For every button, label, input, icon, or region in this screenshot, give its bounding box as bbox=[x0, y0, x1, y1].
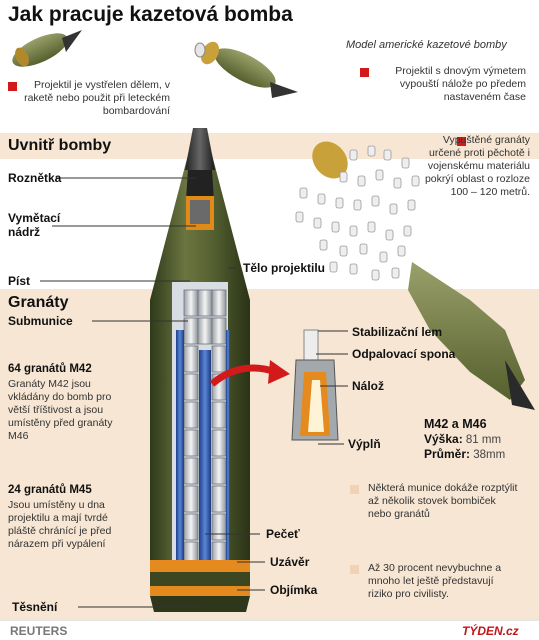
spec-height-value: 81 mm bbox=[465, 434, 502, 446]
spec-diameter: Průměr: 38mm bbox=[424, 447, 505, 461]
spec-height-label: Výška: bbox=[424, 432, 463, 446]
dispersing-projectile bbox=[295, 141, 535, 410]
section-inside: Uvnitř bomby bbox=[8, 137, 112, 154]
brand-tyden: TÝDEN.cz bbox=[462, 624, 519, 638]
label-odpalovaci: Odpalovací spona bbox=[352, 347, 456, 361]
label-submunice: Submunice bbox=[8, 314, 73, 328]
bullet-disperse bbox=[350, 485, 359, 494]
bullet-base-ejection bbox=[360, 68, 369, 77]
bullet-fired bbox=[8, 82, 17, 91]
note-duds: Až 30 procent nevybuchne a mnoho let ješ… bbox=[368, 562, 502, 600]
section-grenades: Granáty bbox=[8, 294, 69, 311]
subtitle: Model americké kazetové bomby bbox=[346, 39, 507, 51]
m42-text: Granáty M42 jsou vkládány do bomb pro vě… bbox=[8, 378, 113, 442]
m45-heading: 24 granátů M45 bbox=[8, 484, 92, 496]
leader-lines bbox=[40, 177, 348, 608]
note-base-ejection: Projektil s dnovým výmetem vypouští nálo… bbox=[395, 65, 526, 103]
label-pecet: Pečeť bbox=[266, 527, 300, 541]
label-uzaver: Uzávěr bbox=[270, 555, 310, 569]
page-title: Jak pracuje kazetová bomba bbox=[8, 3, 293, 26]
spec-diameter-label: Průměr: bbox=[424, 447, 471, 461]
ejecting-projectile bbox=[194, 41, 298, 98]
label-naloz: Nálož bbox=[352, 379, 385, 393]
spec-height: Výška: 81 mm bbox=[424, 432, 501, 446]
label-pist: Píst bbox=[8, 274, 31, 288]
label-vymetaci: Vymětací nádrž bbox=[8, 211, 61, 239]
spec-diameter-value: 38mm bbox=[473, 449, 506, 461]
m45-text: Jsou umístěny u dna projektilu a mají tv… bbox=[8, 499, 112, 550]
label-tesneni: Těsnění bbox=[12, 600, 58, 614]
m42-heading: 64 granátů M42 bbox=[8, 363, 92, 375]
source-reuters: REUTERS bbox=[10, 624, 68, 638]
band-inside bbox=[0, 133, 539, 159]
note-fired: Projektil je vystřelen dělem, v raketě n… bbox=[24, 79, 170, 117]
main-shell bbox=[150, 128, 250, 612]
bullet-duds bbox=[350, 565, 359, 574]
label-vypln: Výplň bbox=[348, 437, 381, 451]
label-telo: Tělo projektilu bbox=[243, 261, 326, 275]
grenade-detail bbox=[291, 329, 339, 441]
label-stabilizacni: Stabilizační lem bbox=[352, 325, 443, 339]
bullet-grenades bbox=[457, 137, 466, 146]
note-disperse: Některá munice dokáže rozptýlit až někol… bbox=[368, 482, 518, 520]
spec-name: M42 a M46 bbox=[424, 417, 487, 431]
label-objimka: Objímka bbox=[270, 583, 318, 597]
label-roznetka: Roznětka bbox=[8, 171, 62, 185]
fired-projectile bbox=[12, 30, 82, 67]
note-grenades: Vypuštěné granáty určené proti pěchotě i… bbox=[424, 134, 530, 198]
